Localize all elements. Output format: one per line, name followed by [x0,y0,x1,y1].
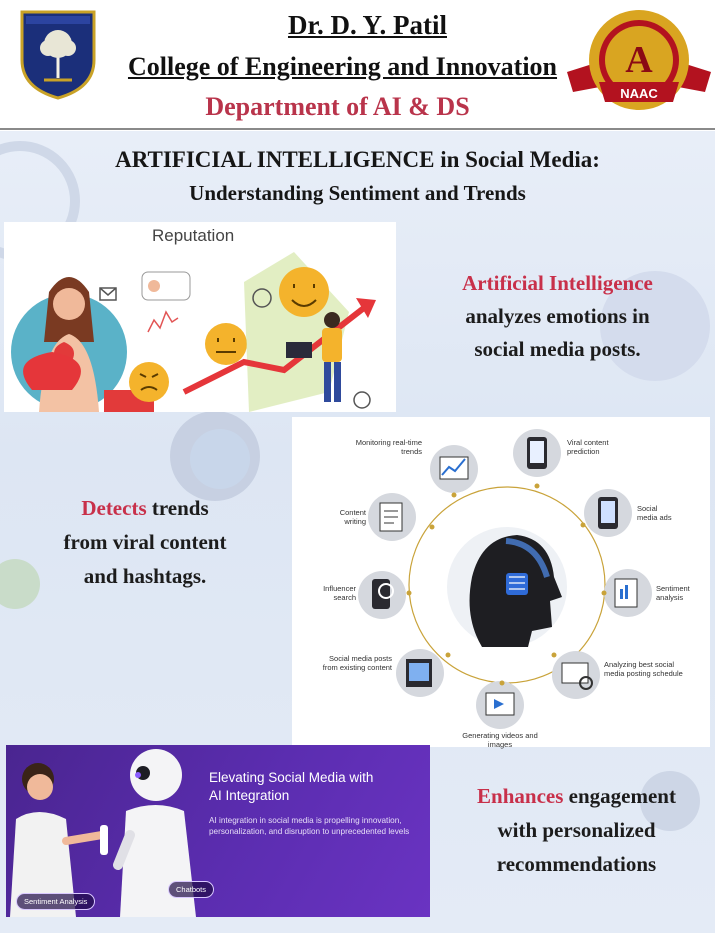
node-label-content: Content writing [339,508,366,526]
node-label-videos: Generating videos and images [462,731,538,749]
happy-emoji-icon [279,267,329,317]
banner-title-line2: AI Integration [209,788,290,804]
heart-icon [23,352,81,390]
profile-card [141,271,191,301]
department-name: Department of AI & DS [205,92,470,121]
panel2-background [0,419,290,749]
node-label-posts: Social media posts from existing content [322,654,392,672]
trend-chart-icon [430,445,478,498]
person-body [10,812,76,917]
college-name-line2: College of Engineering and Innovation [127,52,558,81]
gear-icon [252,288,272,308]
background-circle [600,271,710,381]
panel1-caption: Artificial Intelligence analyzes emotion… [400,267,715,366]
angry-emoji-icon [129,362,169,402]
gallery-icon [396,649,451,697]
panel3-line3: recommendations [496,852,657,876]
node-label-schedule: Analyzing best social media posting sche… [604,660,683,678]
phone-icon [100,825,108,855]
video-icon [476,680,524,729]
reputation-label: Reputation [152,226,235,245]
trend-line-icon [147,310,179,333]
panel1-line2: social media posts. [474,337,641,361]
background-circle [640,771,700,831]
gear-icon [353,391,371,409]
ai-uses-diagram: Monitoring real-time trends Viral conten… [292,417,710,749]
calendar-search-icon [551,651,600,699]
phone-icon [513,429,561,489]
ai-integration-banner: Elevating Social Media with AI Integrati… [6,745,430,917]
node-label-sentiment: Sentiment analysis [656,584,690,602]
banner-title: Elevating Social Media with AI Integrati… [209,769,424,805]
mobile-ad-icon [580,489,632,537]
document-pen-icon [368,493,435,541]
phone-search-icon [358,571,412,619]
college-name-line1: Dr. D. Y. Patil [287,10,447,40]
poster-title-line2: Understanding Sentiment and Trends [189,181,526,205]
robot-body [120,805,196,917]
woman-face [53,288,85,320]
naac-grade: A [625,39,653,81]
node-label-ads: Social media ads [637,504,672,522]
node-label-monitoring: Monitoring real-time trends [355,438,422,456]
chatbots-tag: Chatbots [168,881,215,898]
panel3-caption: Enhances engagement with personalized re… [438,779,715,881]
node-label-influencer: Influencer search [323,584,356,602]
man-body [322,328,342,362]
panel2-highlight: Detects [81,496,147,520]
camera-icon [190,429,250,489]
panel3-line2: with personalized [497,818,656,842]
panel1-highlight: Artificial Intelligence [462,271,653,295]
whatsapp-icon [0,559,40,609]
header-divider [0,128,715,130]
panel2-line3: and hashtags. [83,564,207,588]
robot-head [130,749,182,801]
reputation-illustration: Reputation [4,222,396,412]
panel2-line2: from viral content [63,530,227,554]
laptop-icon [286,342,312,358]
mail-icon [99,287,117,301]
panel3-highlight: Enhances [477,784,564,808]
man-head [324,312,340,328]
panel2-line1: trends [146,496,209,520]
node-label-viral: Viral content prediction [567,438,609,456]
panel3-line1: engagement [563,784,676,808]
banner-title-line1: Elevating Social Media with [209,770,374,785]
naac-badge: A NAAC [567,10,711,110]
poster-body: ARTIFICIAL INTELLIGENCE in Social Media:… [0,131,715,933]
naac-label: NAAC [620,86,658,101]
poster-title-line1: ARTIFICIAL INTELLIGENCE in Social Media: [115,147,600,172]
college-crest-logo [20,10,96,100]
sentiment-analysis-tag: Sentiment Analysis [16,893,96,910]
panel2-caption: Detects trends from viral content and ha… [10,491,280,593]
neutral-emoji-icon [205,323,247,365]
document-chart-icon [601,569,652,617]
panel1-line1: analyzes emotions in [465,304,650,328]
banner-body: AI integration in social media is propel… [209,816,410,837]
poster-header: Dr. D. Y. Patil College of Engineering a… [0,0,715,128]
